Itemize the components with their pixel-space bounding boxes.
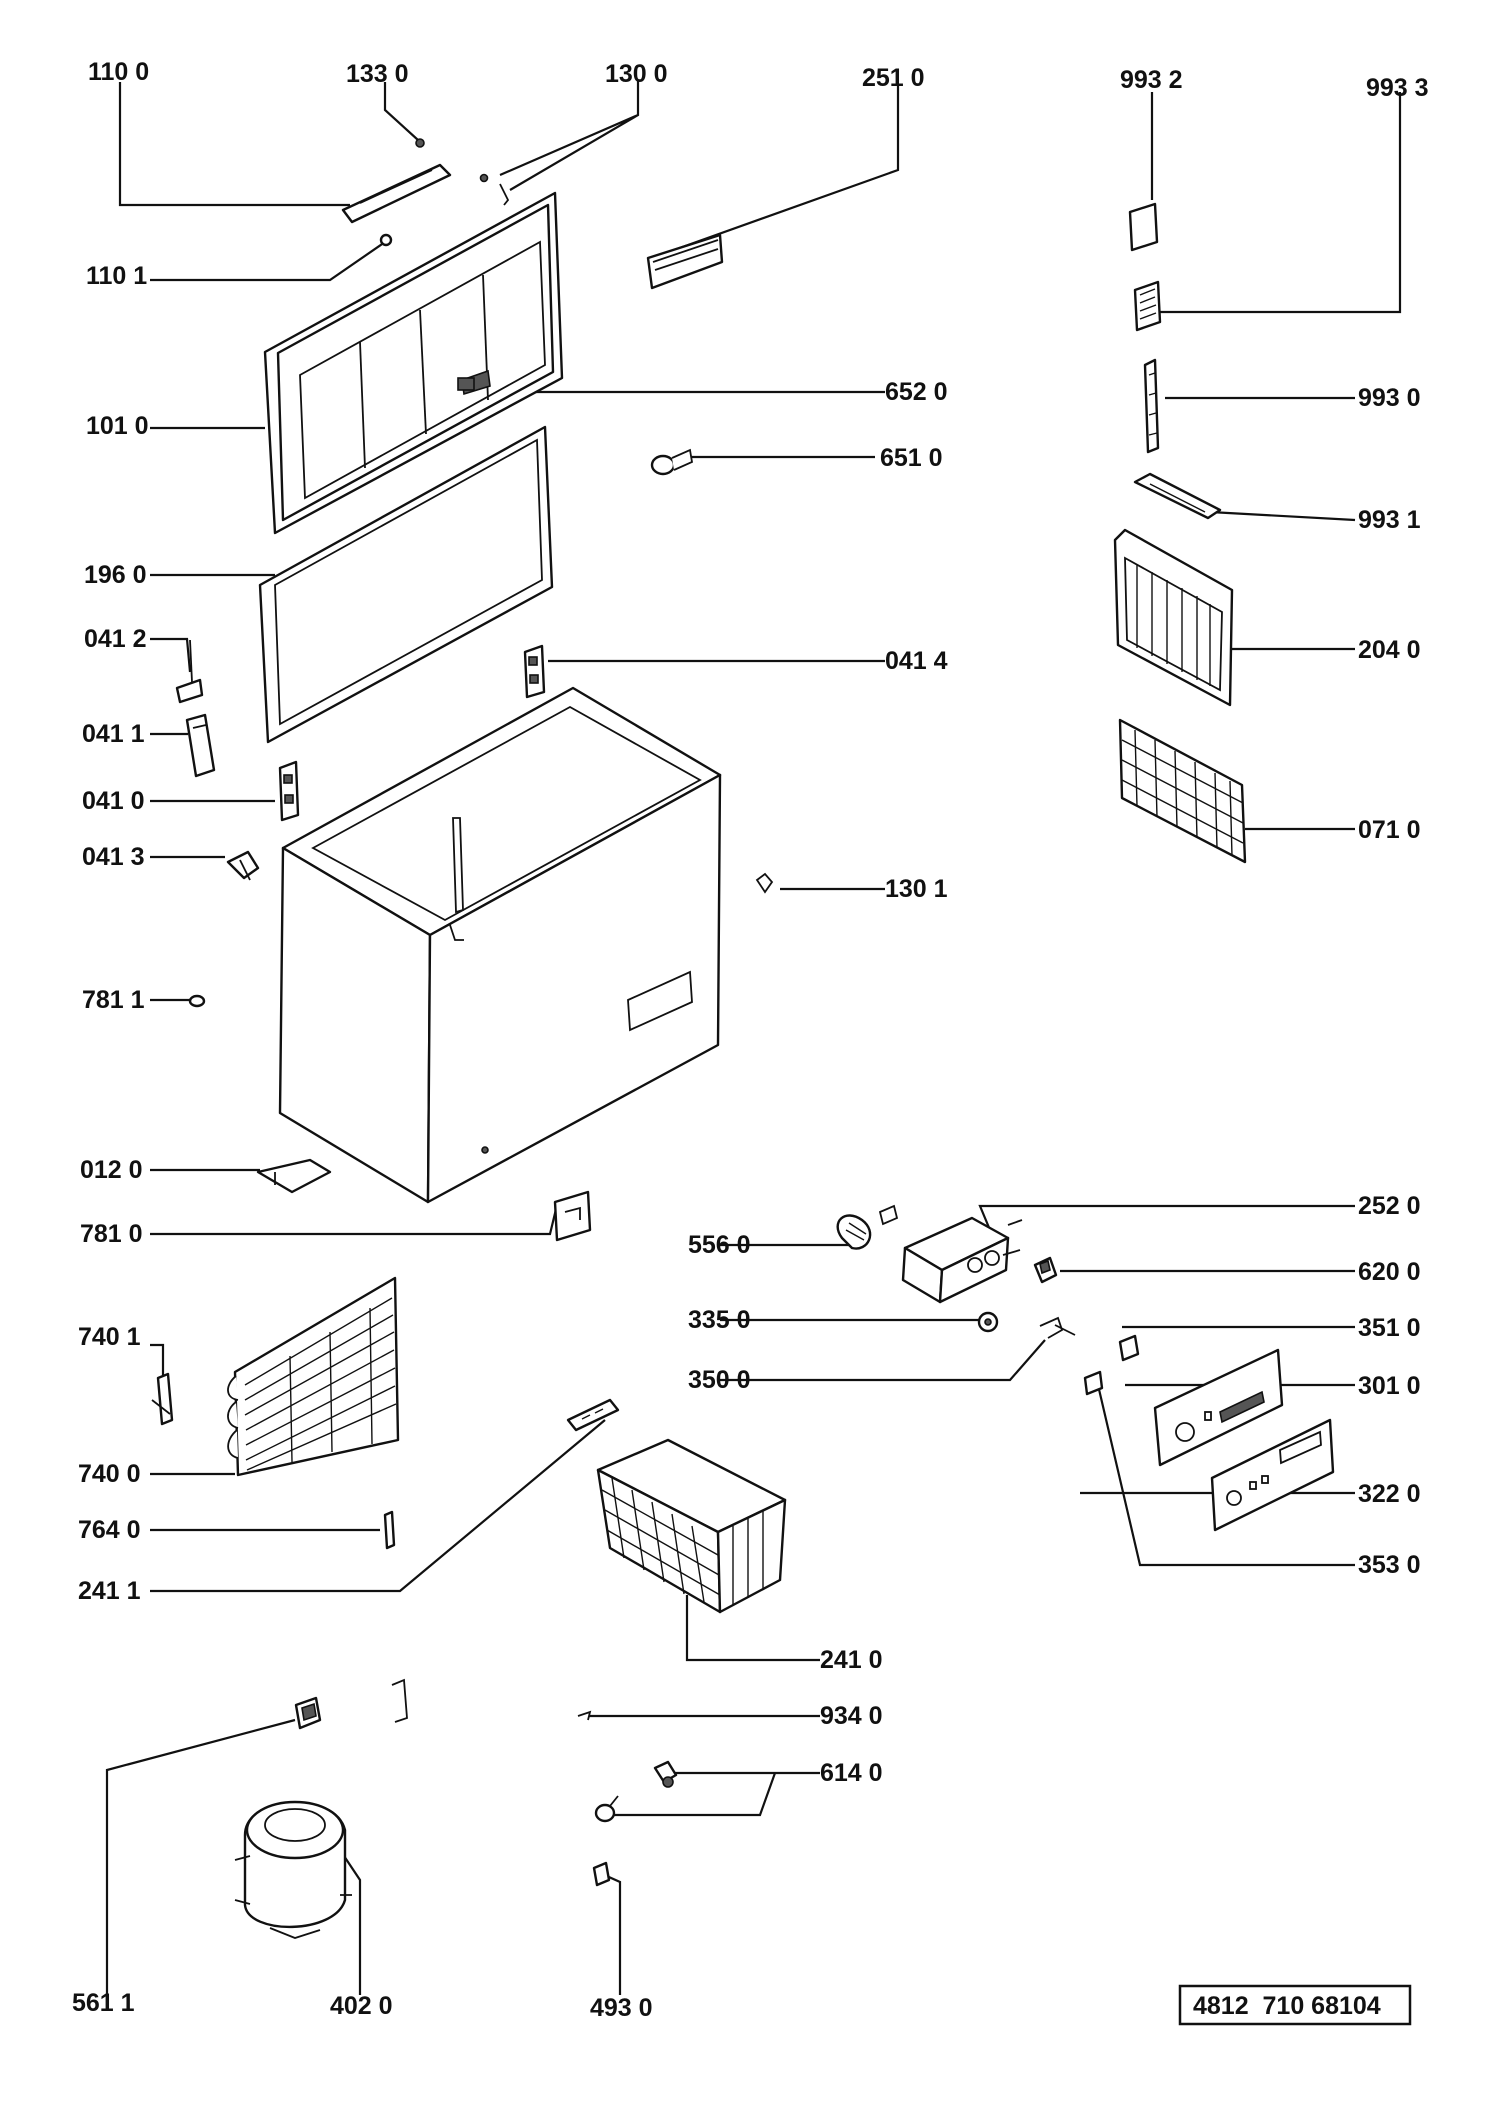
callout-label: 041 4 <box>885 647 948 675</box>
callout-label: 251 0 <box>862 64 925 92</box>
part-934 <box>577 1710 592 1721</box>
gasket-196 <box>258 425 554 744</box>
callout-label: 012 0 <box>80 1156 143 1184</box>
callout-label: 556 0 <box>688 1231 751 1259</box>
sensor-clip-350 <box>1039 1316 1076 1339</box>
cap-110-1 <box>379 233 393 247</box>
clip-041-3 <box>226 850 260 881</box>
callout-label: 764 0 <box>78 1516 141 1544</box>
basket-241 <box>596 1438 787 1614</box>
hinge-041-0 <box>278 760 300 822</box>
reference-code: 4812 710 68104 <box>1193 1992 1381 2020</box>
hinge-pins-130 <box>479 173 510 206</box>
callout-label: 241 1 <box>78 1577 141 1605</box>
callout-label: 934 0 <box>820 1702 883 1730</box>
callout-label: 252 0 <box>1358 1192 1421 1220</box>
callout-label: 620 0 <box>1358 1258 1421 1286</box>
callout-label: 322 0 <box>1358 1480 1421 1508</box>
callout-label: 993 0 <box>1358 384 1421 412</box>
bracket-041-2 <box>175 639 204 704</box>
callout-label: 110 1 <box>86 262 147 290</box>
callout-label: 130 0 <box>605 60 668 88</box>
callout-label: 041 3 <box>82 843 145 871</box>
switch-620 <box>1033 1256 1058 1284</box>
callout-label: 041 2 <box>84 625 147 653</box>
hinge-cover-041-1 <box>185 713 216 778</box>
callout-label: 041 0 <box>82 787 145 815</box>
lid-101 <box>263 191 564 535</box>
callout-label: 301 0 <box>1358 1372 1421 1400</box>
screw-133 <box>415 138 425 148</box>
callout-label: 071 0 <box>1358 816 1421 844</box>
callout-label: 781 1 <box>82 986 145 1014</box>
mounting-bracket <box>391 1678 408 1723</box>
start-relay-561 <box>294 1696 322 1730</box>
strip-993-0 <box>1143 358 1160 454</box>
callout-label: 110 0 <box>88 58 149 86</box>
bar-993-1 <box>1133 472 1222 520</box>
plate-993-2 <box>1128 202 1159 252</box>
callout-label: 493 0 <box>590 1994 653 2022</box>
control-panel-301 <box>1153 1348 1284 1467</box>
compressor-402 <box>234 1800 352 1939</box>
grille-993-3 <box>1133 280 1162 332</box>
callout-label: 652 0 <box>885 378 948 406</box>
callout-label: 041 1 <box>82 720 145 748</box>
condenser-740 <box>227 1276 400 1477</box>
grille-204 <box>1113 528 1234 707</box>
indicator-353 <box>1083 1370 1104 1396</box>
callout-label: 350 0 <box>688 1366 751 1394</box>
callout-label: 133 0 <box>346 60 409 88</box>
callout-label: 740 1 <box>78 1323 141 1351</box>
divider-241-1 <box>566 1398 620 1432</box>
callout-label: 101 0 <box>86 412 149 440</box>
callout-labels: 110 0 133 0 130 0 251 0 993 2 993 3 110 … <box>72 58 1429 2022</box>
callout-label: 196 0 <box>84 561 147 589</box>
callout-label: 614 0 <box>820 1759 883 1787</box>
thermostat-housing-252 <box>901 1216 1023 1304</box>
callout-label: 130 1 <box>885 875 948 903</box>
callout-label: 351 0 <box>1358 1314 1421 1342</box>
callout-label: 561 1 <box>72 1989 135 2017</box>
foot-bracket-012 <box>256 1158 332 1194</box>
lid-insert-251 <box>646 233 724 290</box>
reference-code-box: 4812 710 68104 <box>1178 1984 1412 2026</box>
callout-label: 204 0 <box>1358 636 1421 664</box>
connector-493 <box>592 1861 611 1887</box>
fascia-322 <box>1210 1418 1335 1532</box>
lamp-652 <box>457 377 475 391</box>
callout-label: 353 0 <box>1358 1551 1421 1579</box>
hinge-041-4 <box>523 644 546 699</box>
leader-lines <box>105 80 1402 1995</box>
drier-764 <box>383 1510 396 1550</box>
callout-label: 241 0 <box>820 1646 883 1674</box>
callout-label: 651 0 <box>880 444 943 472</box>
knob-335 <box>977 1311 999 1333</box>
rear-panel-071 <box>1118 718 1247 864</box>
callout-label: 402 0 <box>330 1992 393 2020</box>
lamp-holder-614 <box>594 1760 678 1823</box>
bracket-740-1 <box>151 1372 174 1426</box>
callout-label: 993 3 <box>1366 74 1429 102</box>
knob-651 <box>650 448 694 476</box>
callout-label: 993 2 <box>1120 66 1183 94</box>
callout-label: 740 0 <box>78 1460 141 1488</box>
screw-130-1 <box>755 872 774 894</box>
callout-label: 993 1 <box>1358 506 1421 534</box>
handle-bar-110 <box>341 163 452 224</box>
light-351 <box>1118 1334 1140 1362</box>
relay-556 <box>836 1204 899 1250</box>
callout-label: 335 0 <box>688 1306 751 1334</box>
terminal-box-781 <box>553 1190 592 1242</box>
cabinet-body <box>278 686 722 1204</box>
callout-label: 781 0 <box>80 1220 143 1248</box>
plug-781-1 <box>188 994 206 1008</box>
